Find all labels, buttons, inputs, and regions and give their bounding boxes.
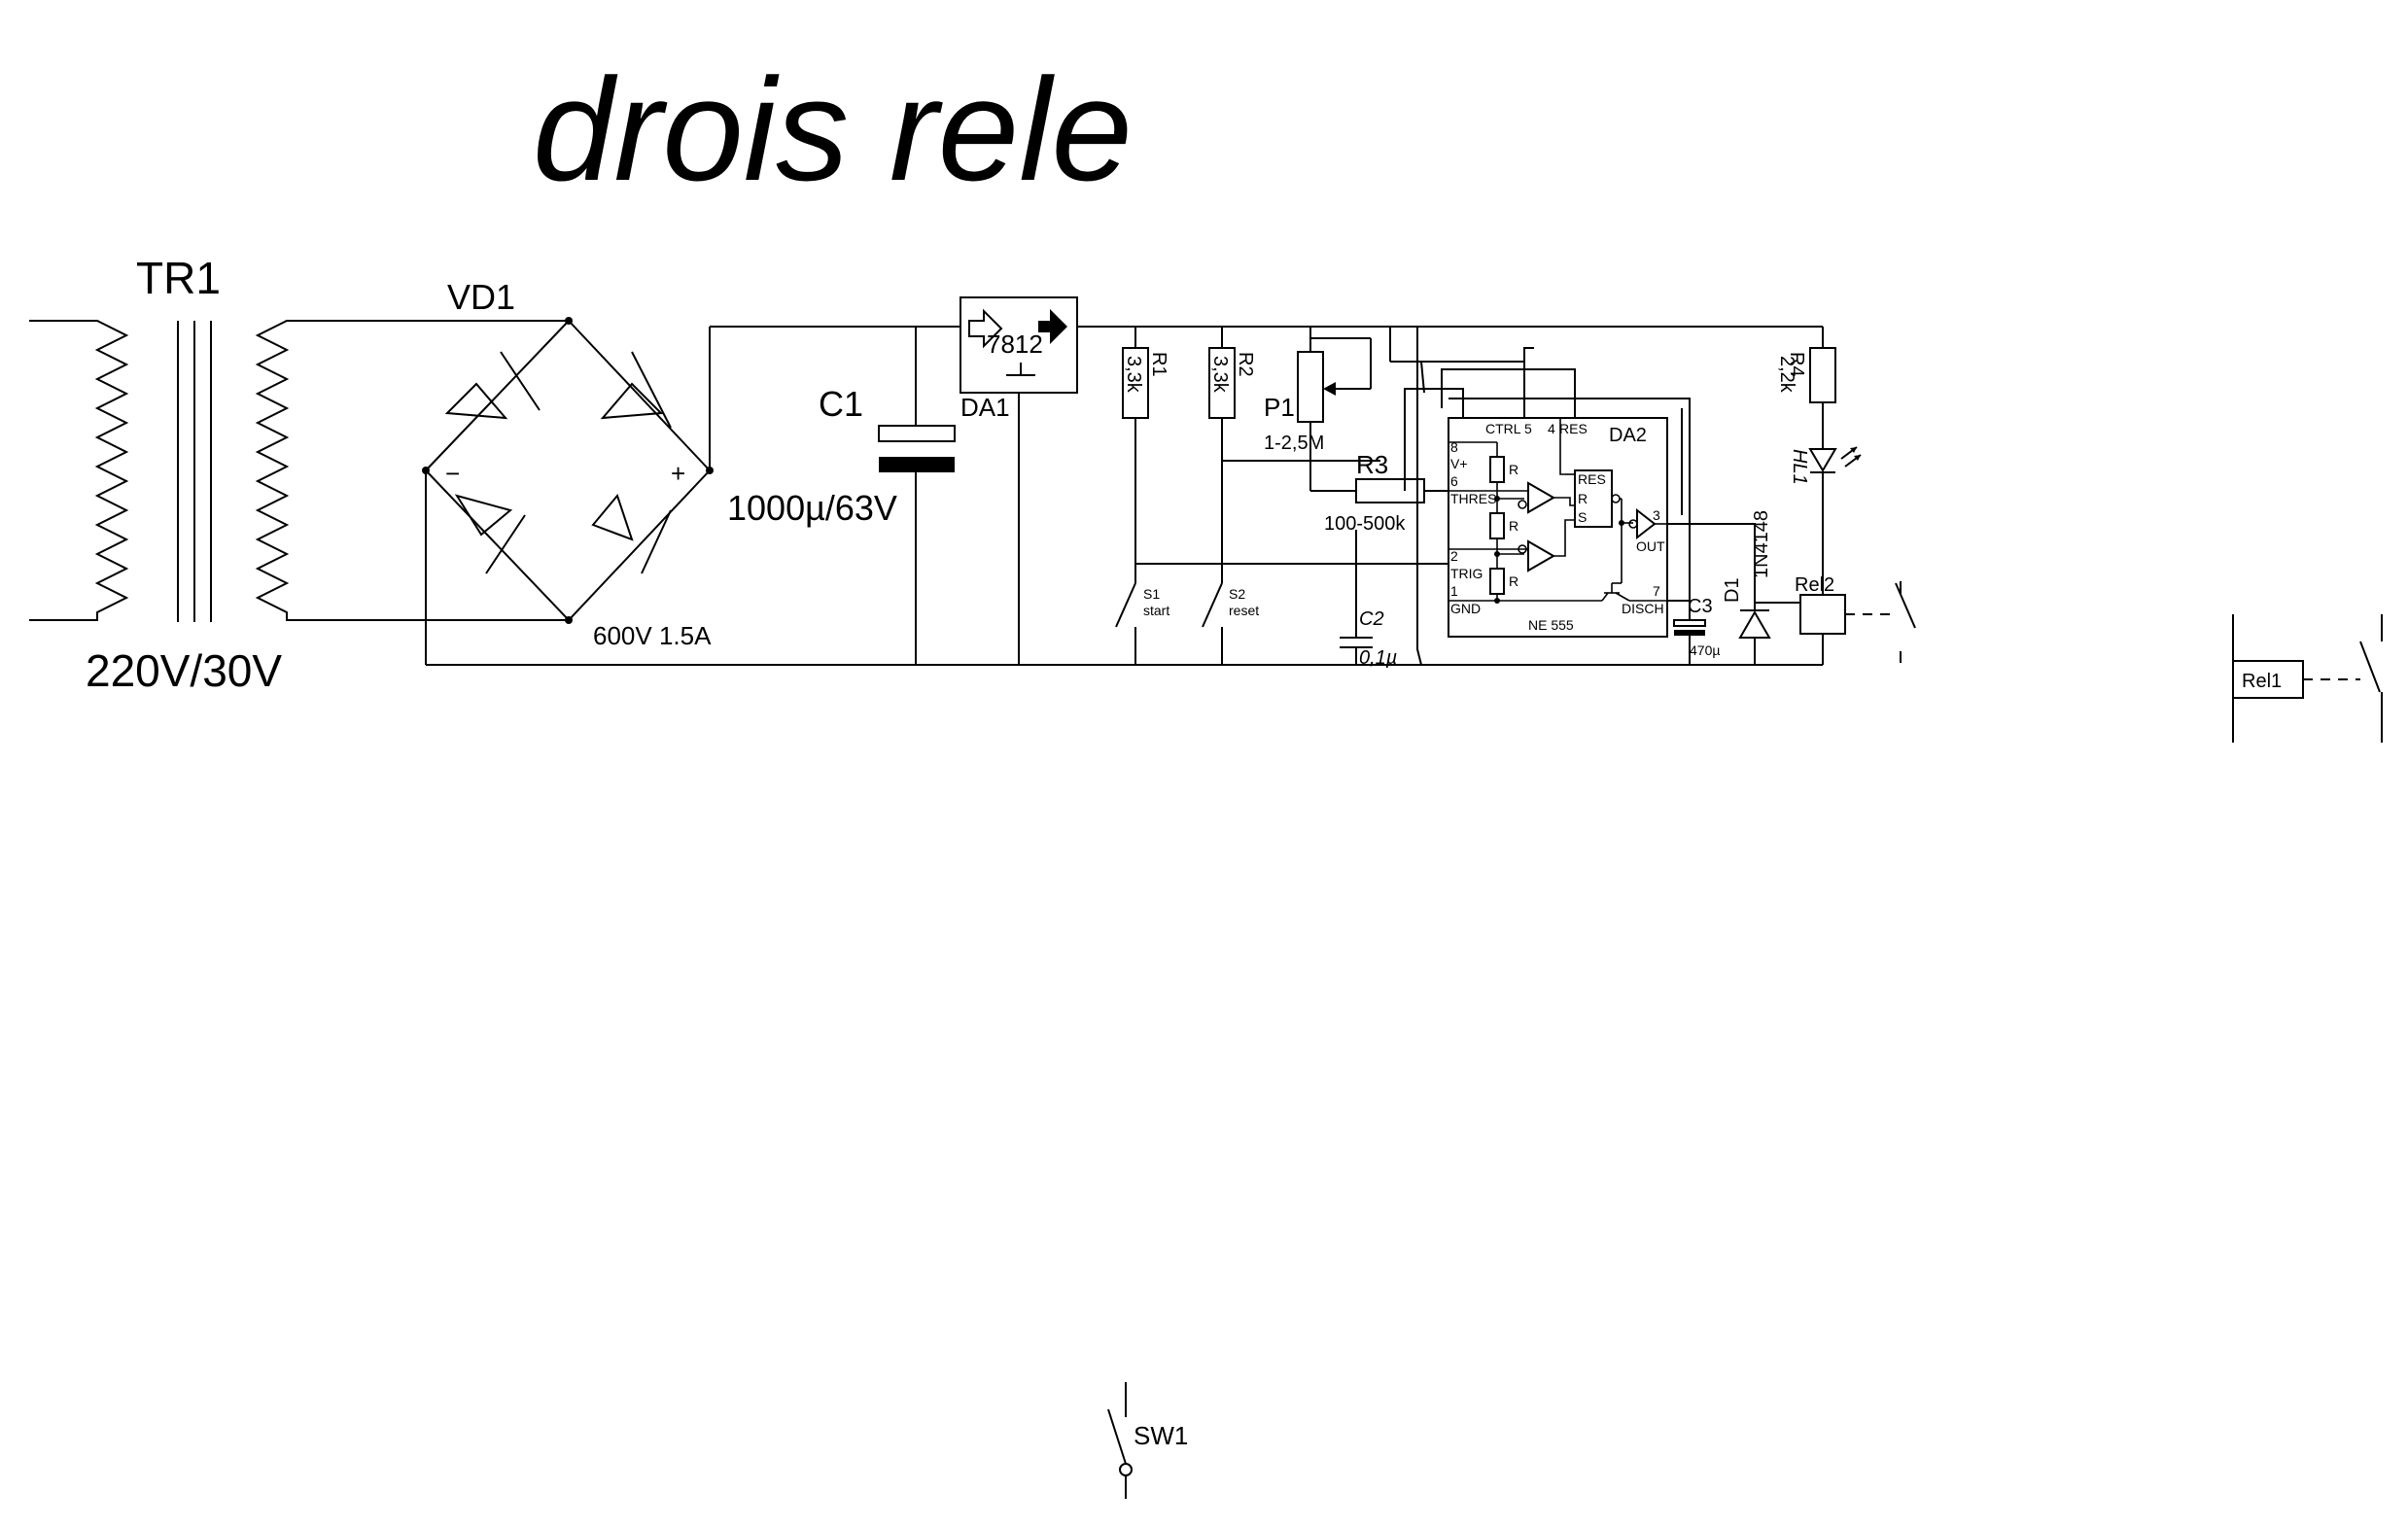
bridge-diode-4 — [591, 493, 634, 541]
sw1-label: SW1 — [1134, 1421, 1188, 1450]
pin-vplus-number: 8 — [1450, 439, 1458, 455]
pin-gnd-label: GND — [1450, 601, 1481, 616]
bridge-diode-3 — [454, 494, 513, 537]
regulator-da1: 7812 DA1 — [960, 296, 1078, 665]
r3-value: 100-500k — [1324, 513, 1406, 535]
c3-value: 470µ — [1690, 642, 1720, 658]
s2-label: S2 — [1229, 586, 1245, 602]
rel1-label: Rel1 — [2242, 671, 2282, 692]
da2-label: DA2 — [1609, 425, 1647, 446]
vd1-plus-label: + — [671, 459, 685, 488]
rel2-label: Rel2 — [1795, 574, 1834, 596]
p1-label: P1 — [1264, 393, 1295, 422]
pin-out-label: OUT — [1636, 538, 1665, 554]
d1-part-number: 1N4148 — [1751, 510, 1772, 578]
resistor-r2: R2 3,3k S2 reset — [1202, 327, 1380, 665]
s1-label: S1 — [1143, 586, 1160, 602]
capacitor-c1: C1 1000µ/63V — [727, 327, 956, 665]
ne555-label: NE 555 — [1528, 617, 1574, 633]
pin-disch-label: DISCH — [1622, 601, 1664, 616]
pin-trig-label: TRIG — [1450, 566, 1483, 581]
resistor-r1: R1 3,3k S1 start — [1115, 327, 1169, 665]
ff-r-label: R — [1578, 491, 1588, 506]
tr1-label: TR1 — [136, 253, 221, 303]
pin-gnd-number: 1 — [1450, 583, 1458, 599]
relay-rel1: Rel1 — [2232, 614, 2383, 743]
p1-value: 1-2,5M — [1264, 433, 1324, 454]
r1-value: 3,3k — [1123, 356, 1144, 394]
diode-d1: D1 1N4148 — [1722, 510, 1823, 665]
bridge-diode-2 — [600, 382, 664, 420]
c3-label: C3 — [1688, 596, 1713, 617]
r2-value: 3,3k — [1209, 356, 1231, 394]
capacitor-c3: C3 470µ — [1673, 596, 1720, 665]
resistor-r4: R4 2,2k — [1776, 347, 1836, 449]
ff-s-label: S — [1578, 509, 1587, 525]
potentiometer-p1: P1 1-2,5M — [1264, 327, 1372, 492]
vd1-label: VD1 — [447, 277, 515, 317]
transformer-tr1: TR1 220V/30V — [29, 253, 316, 696]
power-rails — [425, 326, 1824, 666]
divider-r-middle: R — [1509, 518, 1518, 534]
c1-label: C1 — [819, 384, 863, 424]
comparator-lower — [1527, 539, 1556, 572]
switch-sw1: SW1 — [1107, 1382, 1188, 1499]
r1-label: R1 — [1148, 352, 1169, 377]
comparator-upper — [1527, 481, 1556, 514]
pin-trig-number: 2 — [1450, 548, 1458, 564]
pin-vplus-label: V+ — [1450, 456, 1468, 471]
vd1-rating: 600V 1.5A — [593, 621, 712, 650]
c1-value: 1000µ/63V — [727, 488, 897, 528]
ff-res-label: RES — [1578, 471, 1606, 487]
pin-thres-label: THRES — [1450, 491, 1496, 506]
relay-rel2: Rel2 — [1795, 574, 1916, 665]
pin-ctrl-number: 5 — [1524, 421, 1532, 436]
r4-label: R4 — [1786, 352, 1807, 377]
r3-label: R3 — [1356, 450, 1388, 479]
bridge-diode-1 — [444, 382, 508, 420]
divider-r-upper: R — [1509, 462, 1518, 477]
tr1-rating: 220V/30V — [86, 645, 282, 696]
capacitor-c2: C2 0,1µ — [1340, 530, 1397, 669]
d1-label: D1 — [1722, 577, 1743, 603]
pin-res-label: RES — [1559, 421, 1588, 436]
s2-description: reset — [1229, 603, 1259, 618]
divider-r-lower: R — [1509, 573, 1518, 589]
timer-da2-ne555: DA2 NE 555 CTRL 5 4 RES 8 V+ 6 THRES 2 T… — [1448, 417, 1668, 638]
pin-out-number: 3 — [1653, 507, 1660, 523]
c2-label: C2 — [1359, 608, 1384, 630]
vd1-minus-label: − — [445, 459, 460, 488]
pin-disch-number: 7 — [1653, 583, 1660, 599]
output-wiring — [1667, 523, 1756, 603]
bridge-rectifier-vd1: VD1 − + 600V 1.5A — [316, 277, 714, 650]
resistor-r3: R3 100-500k — [1324, 450, 1448, 535]
da1-label: DA1 — [960, 393, 1010, 422]
r2-label: R2 — [1235, 352, 1256, 377]
c2-value: 0,1µ — [1359, 647, 1397, 669]
hl1-label: HL1 — [1789, 449, 1810, 485]
diagram-title: drois rele — [533, 48, 1133, 211]
pin-ctrl-label: CTRL — [1485, 421, 1521, 436]
s1-description: start — [1143, 603, 1169, 618]
da1-part-number: 7812 — [987, 329, 1043, 359]
r4-value: 2,2k — [1776, 356, 1797, 394]
pin-thres-number: 6 — [1450, 473, 1458, 489]
flip-flop — [1574, 469, 1613, 528]
led-hl1: HL1 — [1789, 446, 1862, 595]
pin-res-number: 4 — [1548, 421, 1555, 436]
